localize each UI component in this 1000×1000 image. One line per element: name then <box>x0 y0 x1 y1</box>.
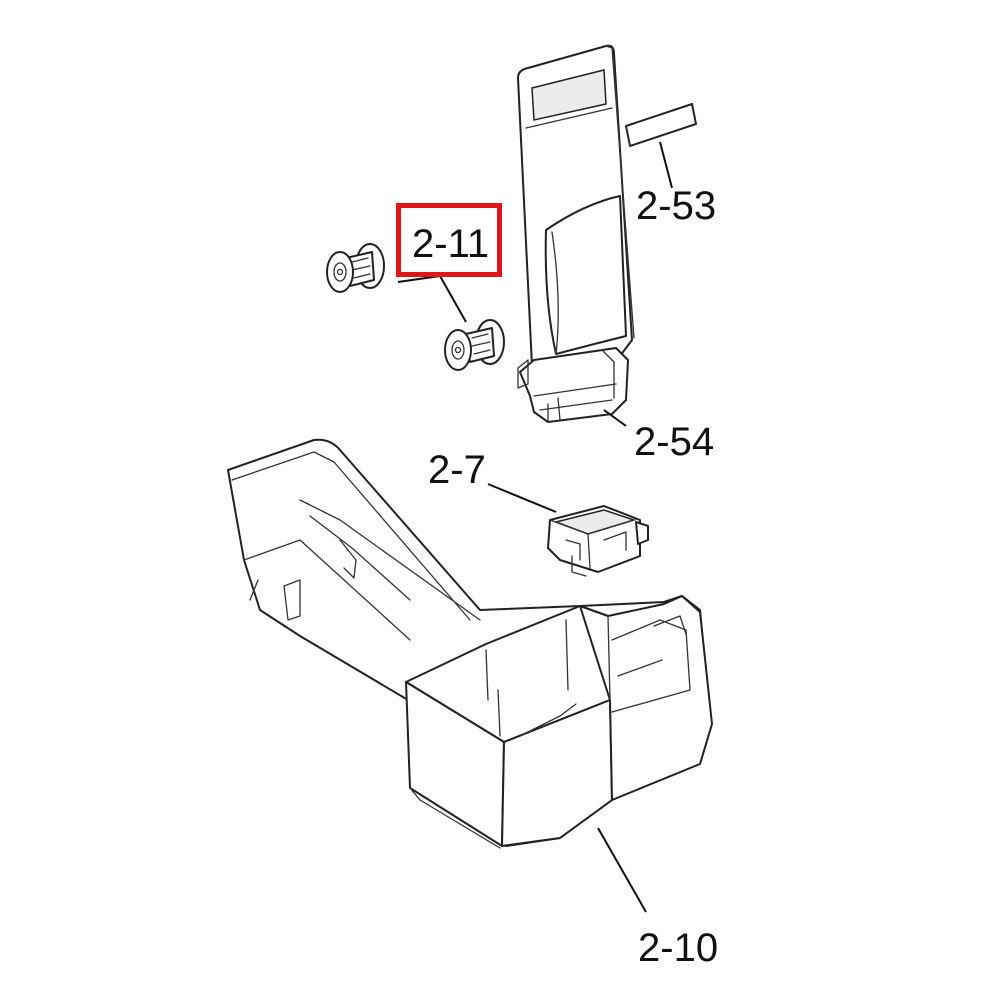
leader-2-10 <box>597 827 647 913</box>
callout-2-10: 2-10 <box>638 926 719 970</box>
highlight-box-2-11 <box>396 203 502 277</box>
leader-2-7 <box>487 483 557 513</box>
part-2-11-roller-upper <box>326 243 385 293</box>
callout-2-54: 2-54 <box>634 420 715 464</box>
part-2-54-panel <box>517 44 635 423</box>
part-2-53-strip <box>625 103 697 147</box>
leader-2-53 <box>659 141 673 189</box>
callout-2-7: 2-7 <box>428 448 486 492</box>
leader-2-11 <box>397 274 467 323</box>
part-2-11-roller-lower <box>444 319 505 371</box>
callout-2-11: 2-11 <box>412 222 490 266</box>
leader-2-54 <box>603 409 627 427</box>
part-2-10-tray <box>227 438 713 849</box>
callout-2-53: 2-53 <box>636 184 717 228</box>
part-2-7-switch <box>547 505 649 577</box>
